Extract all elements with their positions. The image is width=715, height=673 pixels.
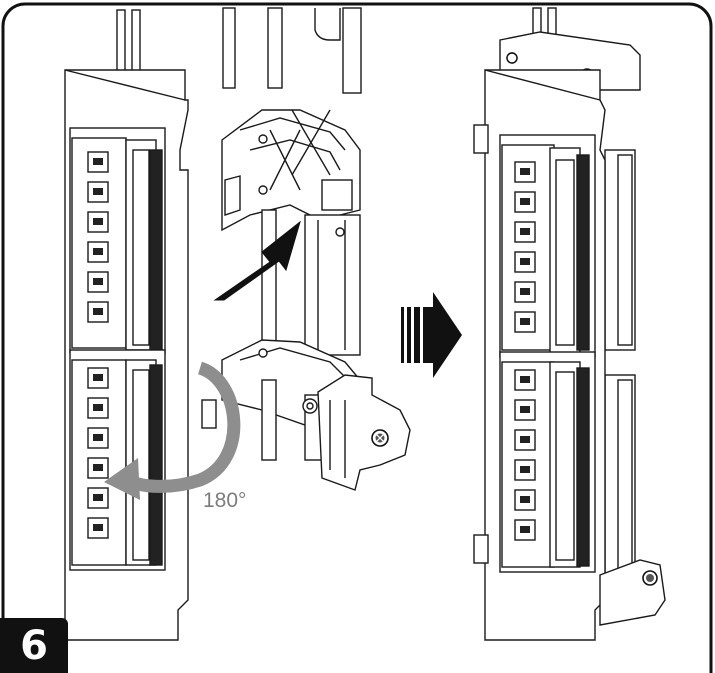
step-number-badge: 6 [0, 618, 68, 673]
result-arrow-icon [401, 292, 462, 378]
screw-icon [506, 52, 658, 586]
rotation-angle-label: 180° [203, 489, 247, 512]
patch-panel-left [64, 9, 217, 641]
insert-arrow-icon [213, 220, 301, 301]
assembled-unit [473, 7, 666, 641]
rotate-180-arrow-icon [104, 361, 241, 500]
wall-bracket [221, 7, 411, 491]
screw-icon [371, 429, 389, 447]
